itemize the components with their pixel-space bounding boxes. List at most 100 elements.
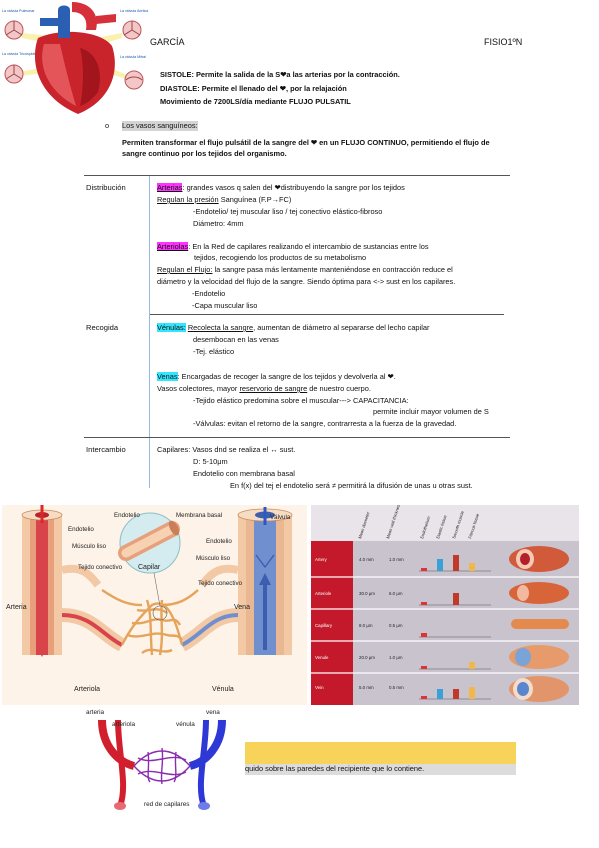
table-capillary-wall: 0.5 μm — [389, 623, 403, 628]
table-row-arteriole: Arteriole — [315, 591, 332, 596]
table-row-venule: Venule — [315, 655, 329, 660]
venas-line: Venas: Encargadas de recoger la sangre d… — [157, 372, 396, 382]
footer-fragment: quido sobre las paredes del recipiente q… — [245, 764, 425, 773]
table-row-vein: Vein — [315, 685, 324, 690]
regulan-flujo-rest: la sangre pasa más lentamente manteniénd… — [212, 265, 453, 274]
venas-text: : Encargadas de recoger la sangre de los… — [177, 372, 396, 381]
vessel-label-vena: Vena — [234, 604, 250, 611]
venulas-line-2: desembocan en las venas — [193, 335, 279, 344]
intro-paragraph-2: sangre continuo por los tejidos del orga… — [122, 149, 287, 158]
regulan-flujo-line: Regulan el Flujo: la sangre pasa más len… — [157, 265, 453, 275]
table-vein-diameter: 5.0 mm — [359, 685, 374, 690]
table-row-capillary: Capillary — [315, 623, 333, 628]
vessel-label-endotelio: Endotelio — [68, 526, 94, 533]
table-row-artery: Artery — [315, 557, 328, 562]
regulan-flujo: Regulan el Flujo: — [157, 265, 213, 274]
arteriolas-term: Arteriolas — [157, 242, 189, 251]
vasos-rest: de nuestro cuerpo. — [307, 384, 371, 393]
divider-top — [84, 175, 510, 176]
table-capillary-diameter: 8.0 μm — [359, 623, 373, 628]
network-label-red: red de capilares — [144, 801, 189, 808]
venulas-u: Recolecta la sangre — [187, 323, 254, 332]
network-label-vena: vena — [206, 709, 220, 716]
vessel-label-valvula: Válvula — [270, 514, 291, 521]
distribucion-label: Distribución — [86, 183, 126, 192]
vessel-label-membrana: Membrana basal — [176, 512, 222, 519]
table-venule-diameter: 20.0 μm — [359, 655, 375, 660]
arterias-diameter: Diámetro: 4mm — [193, 219, 244, 228]
venulas-text: , aumentan de diámetro al separarse del … — [253, 323, 430, 332]
intro-paragraph-1: Permiten transformar el flujo pulsátil d… — [122, 138, 490, 147]
venas-term: Venas — [157, 372, 178, 381]
arterias-layers: -Endotelio/ tej muscular liso / tej cone… — [193, 207, 383, 216]
vessel-label-musculo: Músculo liso — [72, 543, 107, 550]
arteriolas-endotelio: -Endotelio — [192, 289, 226, 298]
network-label-arteria: arteria — [86, 709, 105, 716]
tejido-elastico: -Tejido elástico predomina sobre el musc… — [193, 396, 409, 405]
vasos-colectores-line: Vasos colectores, mayor reservorio de sa… — [157, 384, 371, 394]
network-label-arteriola: arteriola — [112, 721, 136, 728]
capilares-funcion: En f(x) del tej el endotelio será ≠ perm… — [230, 481, 473, 490]
venulas-term: Vénulas: — [157, 323, 186, 332]
table-bars — [419, 555, 491, 700]
venulas-line: Vénulas: Recolecta la sangre, aumentan d… — [157, 323, 429, 333]
column-rule — [149, 176, 150, 488]
vessel-label-arteriola: Arteriola — [74, 686, 100, 693]
regulan-presion-rest: Sanguínea (F.P→FC) — [218, 195, 292, 204]
flujo-line-2: diámetro y la velocidad del flujo de la … — [157, 277, 456, 286]
reservorio: reservorio de sangre — [239, 384, 308, 393]
arterias-term: Arterias — [157, 183, 183, 192]
arteriolas-line-2: tejidos, recogiendo los productos de su … — [194, 253, 367, 262]
diastole-line: DIASTOLE: Permite el llenado del ❤, por … — [160, 84, 347, 93]
gray-band — [245, 764, 516, 775]
recogida-label: Recogida — [86, 323, 119, 332]
section-title: Los vasos sanguíneos: — [122, 121, 198, 131]
heart-label-mitral: La válvula Mitral — [120, 55, 146, 59]
capilares-diametro: D: 5-10μm — [193, 457, 228, 466]
arterias-text: : grandes vasos q salen del ❤distribuyen… — [182, 183, 405, 192]
table-artery-diameter: 4.0 mm — [359, 557, 374, 562]
vessel-label-capilar: Capilar — [138, 564, 161, 571]
heart-label-tricuspide: La válvula Tricúspide — [2, 52, 36, 56]
table-arteriole-diameter: 30.0 μm — [359, 591, 375, 596]
table-artery-wall: 1.0 mm — [389, 557, 404, 562]
table-vein-wall: 0.5 mm — [389, 685, 404, 690]
bullet: o — [105, 121, 110, 130]
network-label-venula: vénula — [176, 721, 195, 728]
permite-incluir: permite incluir mayor volumen de S — [373, 407, 489, 416]
highlight-band — [245, 742, 516, 764]
heart-label-pulmonar: La válvula Pulmonar — [2, 9, 35, 13]
divider-bottom — [84, 437, 510, 438]
regulan-presion: Regulan la presión — [157, 195, 219, 204]
intercambio-label: Intercambio — [86, 445, 126, 454]
arteriolas-text: : En la Red de capilares realizando el i… — [188, 242, 429, 251]
venulas-tej: -Tej. elástico — [193, 347, 235, 356]
vessel-label-musculo-2: Músculo liso — [196, 555, 231, 562]
course-code: FISIO1ºN — [484, 37, 523, 47]
vessel-label-endotelio-3: Endotelio — [206, 538, 232, 545]
vasos-colectores: Vasos colectores, mayor — [157, 384, 240, 393]
table-vessel-drawings — [509, 546, 569, 702]
vessel-label-venula: Vénula — [212, 686, 234, 693]
sistole-line: SISTOLE: Permite la salida de la S❤a las… — [160, 70, 400, 79]
arterias-line: Arterias: grandes vasos q salen del ❤dis… — [157, 183, 405, 193]
vessel-label-endotelio-2: Endotelio — [114, 512, 140, 519]
vessel-label-tejido: Tejido conectivo — [78, 564, 123, 571]
vessel-label-tejido-2: Tejido conectivo — [198, 580, 243, 587]
capilares-endotelio: Endotelio con membrana basal — [193, 469, 295, 478]
table-arteriole-wall: 6.0 μm — [389, 591, 403, 596]
author-name: GARCÍA — [150, 37, 185, 47]
capilares-line: Capilares: Vasos dnd se realiza el ↔ sus… — [157, 445, 296, 454]
arteriolas-line: Arteriolas: En la Red de capilares reali… — [157, 242, 429, 252]
blood-vessels-illustration: Endotelio Músculo liso Tejido conectivo … — [2, 505, 307, 705]
regulan-presion-line: Regulan la presión Sanguínea (F.P→FC) — [157, 195, 291, 205]
vessel-label-arteria: Arteria — [6, 604, 27, 611]
heart-illustration: La válvula Pulmonar La válvula Aórtica L… — [0, 0, 150, 118]
vessel-comparison-table: Mean diameter Mean wall thickness Endoth… — [311, 505, 579, 705]
table-venule-wall: 1.0 μm — [389, 655, 403, 660]
divider-mid — [150, 314, 504, 315]
valvulas-line: -Válvulas: evitan el retorno de la sangr… — [193, 419, 457, 428]
movimiento-line: Movimiento de 7200LS/día mediante FLUJO … — [160, 97, 351, 106]
heart-label-aortica: La válvula Aórtica — [120, 9, 148, 13]
arteriolas-capa: -Capa muscular liso — [192, 301, 258, 310]
